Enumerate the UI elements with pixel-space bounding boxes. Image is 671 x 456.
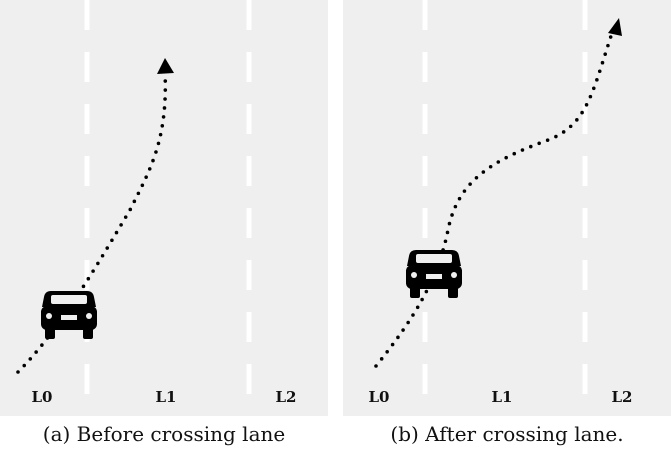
lane-label-l1: L1 xyxy=(492,388,513,406)
road-surface xyxy=(343,0,671,416)
lane-label-l1: L1 xyxy=(156,388,177,406)
trajectory-arrowhead xyxy=(608,18,622,36)
lane-label-l2: L2 xyxy=(612,388,633,406)
trajectory-arrowhead xyxy=(157,58,174,74)
road-diagram-a: L0 L1 L2 xyxy=(0,0,328,416)
lane-label-l2: L2 xyxy=(276,388,297,406)
panel-before-crossing: L0 L1 L2 xyxy=(0,0,328,416)
trajectory-path xyxy=(374,28,615,368)
car-icon xyxy=(406,250,462,298)
lane-label-l0: L0 xyxy=(32,388,53,406)
lane-label-l0: L0 xyxy=(369,388,390,406)
car-icon xyxy=(41,291,97,339)
panel-after-crossing: L0 L1 L2 xyxy=(343,0,671,416)
caption-after-crossing: (b) After crossing lane. xyxy=(390,422,624,446)
caption-before-crossing: (a) Before crossing lane xyxy=(42,422,286,446)
road-diagram-b: L0 L1 L2 xyxy=(343,0,671,416)
